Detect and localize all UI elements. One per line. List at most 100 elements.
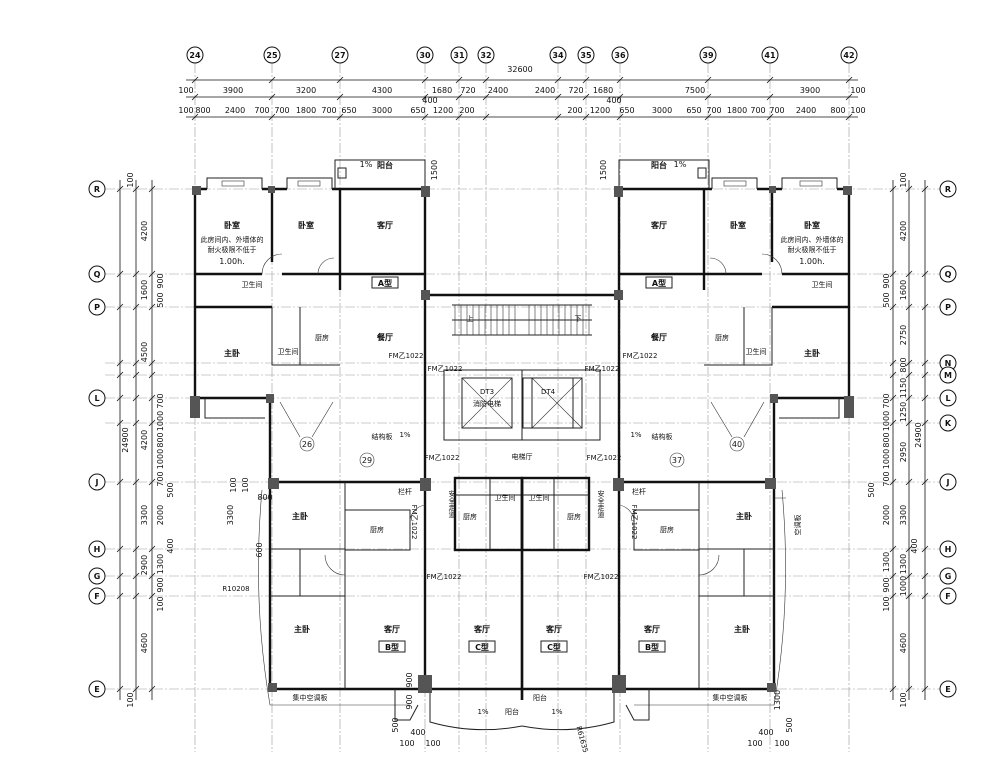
room-bathroom: 卫生间	[812, 280, 833, 289]
dim-right-main: 1000	[899, 576, 908, 596]
dim-tick	[148, 419, 156, 427]
fire-note-line1: 此房间内、外墙体的	[201, 235, 264, 244]
dim-tick	[905, 685, 913, 693]
dim-left-main: 3300	[140, 505, 149, 525]
dim-overall: 32600	[507, 65, 532, 74]
dim-right-detail: 1300	[882, 552, 891, 572]
axis-label-34: 34	[552, 51, 564, 60]
dim-top-row2: 3000	[372, 106, 392, 115]
radius-label: R10208	[222, 585, 249, 593]
dim-right-detail: 500	[867, 482, 876, 497]
axis-bubble-J	[88, 473, 106, 491]
dim-tick	[191, 76, 199, 84]
dim-right-main: 800	[899, 357, 908, 372]
slope-label: 1%	[399, 431, 410, 439]
dim-tick	[905, 303, 913, 311]
dim-misc: 1500	[430, 160, 439, 180]
dim-tick	[132, 359, 140, 367]
fire-note-line2: 耐火极限不低于	[208, 245, 257, 254]
axis-bubble-E	[939, 680, 957, 698]
dim-tick	[766, 93, 774, 101]
dim-tick	[845, 113, 853, 121]
dim-top-row1: 3900	[223, 86, 243, 95]
axis-bubble-H	[939, 540, 957, 558]
dim-tick	[132, 185, 140, 193]
dim-right-main: 400	[910, 538, 919, 553]
axis-label-30: 30	[419, 51, 431, 60]
marker-40: 40	[732, 440, 742, 449]
dim-left-detail: 400	[166, 538, 175, 553]
dim-top-row2: 700	[769, 106, 784, 115]
room-bedroom: 卧室	[224, 220, 240, 230]
dim-tick	[455, 76, 463, 84]
axis-label-24: 24	[189, 51, 201, 60]
room-living: 客厅	[473, 624, 490, 634]
dim-right-detail: 100	[882, 596, 891, 611]
dim-tick	[921, 592, 929, 600]
room-balcony: 阳台	[533, 693, 547, 702]
dim-tick	[116, 419, 124, 427]
dim-tick	[889, 419, 897, 427]
dim-top-row1: 1680	[432, 86, 452, 95]
axis-bubble-35	[577, 46, 595, 64]
type-b-tag: B型	[645, 642, 659, 652]
dim-misc: 1500	[599, 160, 608, 180]
axis-bubble-G	[88, 567, 106, 585]
dim-tick	[336, 113, 344, 121]
dim-top-row1: 4300	[372, 86, 392, 95]
slope-label: 1%	[630, 431, 641, 439]
axis-bubble-G	[939, 567, 957, 585]
dim-top-row2: 650	[619, 106, 634, 115]
dim-tick	[116, 394, 124, 402]
dim-tick	[921, 371, 929, 379]
dim-tick	[766, 76, 774, 84]
dim-misc: 600	[255, 542, 264, 557]
room-dining: 餐厅	[376, 332, 393, 342]
dim-tick	[148, 371, 156, 379]
dim-tick	[455, 93, 463, 101]
dimension-lines	[116, 76, 929, 700]
dim-top-row1: 2400	[488, 86, 508, 95]
door-tag: FM乙1022	[410, 505, 418, 540]
axis-label-G: G	[94, 572, 101, 581]
room-master: 主卧	[804, 348, 820, 358]
dim-tick	[148, 185, 156, 193]
dim-tick	[554, 93, 562, 101]
railing: 栏杆	[398, 487, 412, 496]
axis-label-R: R	[94, 185, 100, 194]
dim-top-row1: 3900	[800, 86, 820, 95]
dim-left-main: 4500	[140, 342, 149, 362]
room-labels-right: 卧室 此房间内、外墙体的 耐火极限不低于 1.00h. 卧室 客厅 阳台 1% …	[529, 160, 844, 754]
dim-tick	[845, 76, 853, 84]
axis-label-J: J	[946, 478, 950, 487]
dim-right-main: 1150	[899, 378, 908, 398]
room-bathroom: 卫生间	[746, 347, 767, 356]
room-living: 客厅	[383, 624, 400, 634]
dim-tick	[116, 270, 124, 278]
dim-tick	[132, 572, 140, 580]
marker-29: 29	[362, 456, 372, 465]
dim-right-main: 1250	[899, 402, 908, 422]
dim-right-main: 3300	[899, 505, 908, 525]
dim-tick	[455, 113, 463, 121]
dim-tick	[148, 592, 156, 600]
axis-label-F: F	[94, 592, 99, 601]
stair-up: 上	[467, 314, 474, 323]
dim-tick	[889, 592, 897, 600]
dim-tick	[482, 93, 490, 101]
axis-label-H: H	[94, 545, 101, 554]
dim-tick	[132, 270, 140, 278]
elevator-hall: 电梯厅	[512, 452, 533, 461]
dim-tick	[921, 419, 929, 427]
safe-corridor: 安全走道	[597, 489, 605, 519]
room-master: 主卧	[292, 511, 308, 521]
marker-26: 26	[302, 440, 312, 449]
dim-tick	[704, 76, 712, 84]
dim-tick	[116, 359, 124, 367]
dim-top-row2: 1800	[296, 106, 316, 115]
axis-label-Q: Q	[945, 270, 952, 279]
axis-label-L: L	[94, 394, 99, 403]
slope-label: 1%	[551, 708, 562, 716]
dim-misc: 800	[257, 493, 272, 502]
